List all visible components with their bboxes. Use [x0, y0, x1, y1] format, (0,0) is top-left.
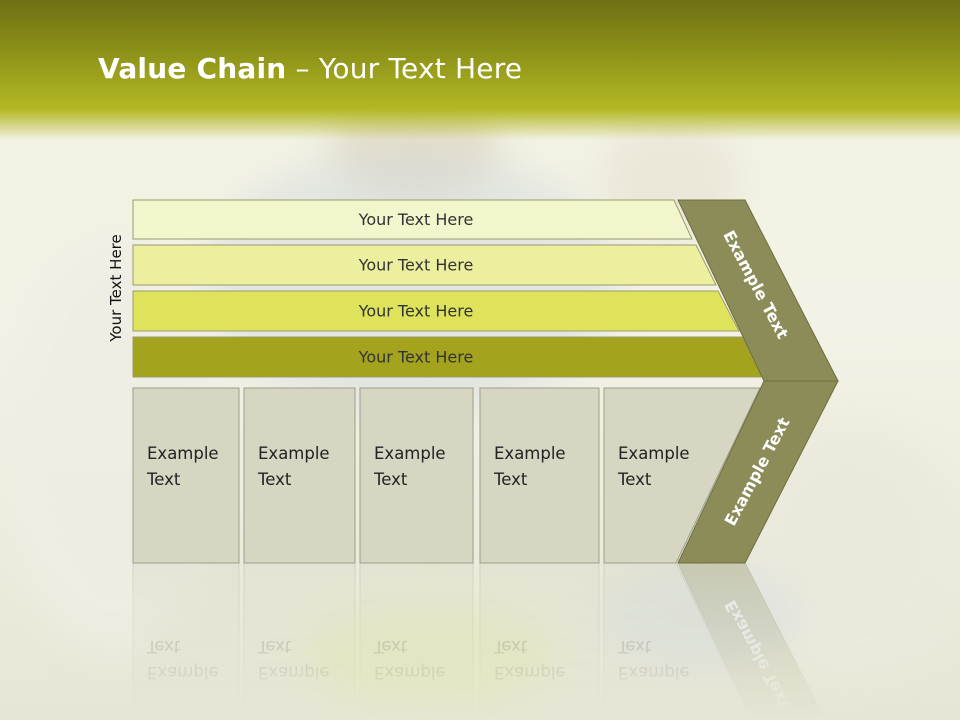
box-reflection-4: Example Text — [479, 562, 600, 720]
box-reflection-5: Example Text — [603, 562, 752, 720]
reflection: ExampleTextExampleTextExampleTextExample… — [132, 562, 826, 720]
box-reflection-line2: Text — [257, 637, 292, 656]
bar-label: Your Text Here — [358, 256, 474, 275]
box-reflection-shape — [359, 562, 474, 720]
page-title-bold: Value Chain — [98, 52, 287, 85]
box-reflection-3: Example Text — [359, 562, 474, 720]
box-reflection-shape — [479, 562, 600, 720]
box-label-line2: Text — [493, 470, 528, 489]
box-reflection-line2: Text — [146, 637, 181, 656]
box-reflection-line1: Example — [618, 663, 690, 682]
bar-1: Your Text Here — [132, 199, 693, 240]
box-reflection-1: Example Text — [132, 562, 240, 720]
box-reflection-shape — [243, 562, 356, 720]
box-label-line1: Example — [147, 444, 219, 463]
bar-shape — [132, 244, 717, 286]
bar-shape — [132, 199, 693, 240]
bar-3: Your Text Here — [132, 290, 740, 332]
bar-2: Your Text Here — [132, 244, 717, 286]
box-reflection-line2: Text — [493, 637, 528, 656]
box-reflection-line1: Example — [258, 663, 330, 682]
box-label-line2: Text — [373, 470, 408, 489]
boxes-group: ExampleTextExampleTextExampleTextExample… — [132, 387, 761, 564]
box-label-line2: Text — [617, 470, 652, 489]
title-banner — [0, 0, 960, 140]
box-reflection-shape — [132, 562, 240, 720]
box-label-line2: Text — [257, 470, 292, 489]
page-title: Value Chain – Your Text Here — [98, 52, 522, 85]
bar-label: Your Text Here — [358, 210, 474, 229]
box-reflection-line1: Example — [494, 663, 566, 682]
box-label-line2: Text — [146, 470, 181, 489]
box-label-line1: Example — [374, 444, 446, 463]
bar-label: Your Text Here — [358, 302, 474, 321]
box-reflection-2: Example Text — [243, 562, 356, 720]
box-reflection-line2: Text — [373, 637, 408, 656]
box-reflection-line1: Example — [147, 663, 219, 682]
bar-4: Your Text Here — [132, 336, 764, 378]
box-reflection-line2: Text — [617, 637, 652, 656]
box-label-line1: Example — [618, 444, 690, 463]
bar-label: Your Text Here — [358, 348, 474, 367]
page-title-rest: – Your Text Here — [286, 52, 523, 85]
bar-shape — [132, 290, 740, 332]
box-reflection-line1: Example — [374, 663, 446, 682]
box-reflection-shape — [603, 562, 752, 720]
box-label-line1: Example — [258, 444, 330, 463]
box-label-line1: Example — [494, 444, 566, 463]
chevron-reflection-shape — [677, 562, 826, 720]
